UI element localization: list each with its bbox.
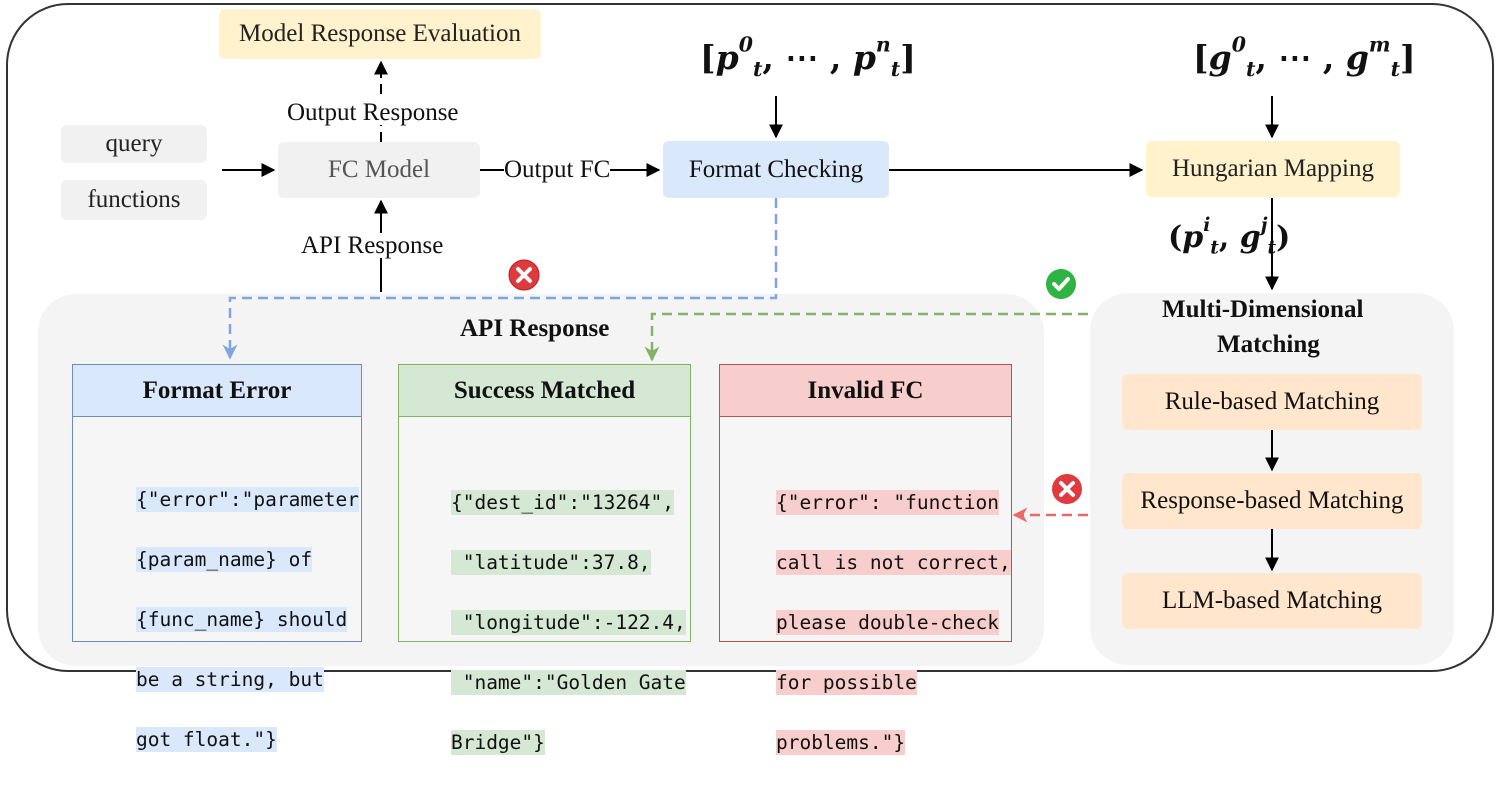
math-sub: t — [752, 57, 763, 82]
code-line: {func_name} should — [135, 607, 348, 632]
math-sub: t — [1390, 57, 1401, 82]
cross-icon — [1052, 474, 1082, 504]
math-sup: 0 — [1231, 32, 1246, 57]
code-line: "longitude":-122.4, — [450, 610, 686, 635]
format-error-path — [222, 198, 778, 360]
matched-pair-math: (pit, gjt) — [1168, 216, 1291, 257]
math-sub: t — [1267, 237, 1277, 259]
cross-icon — [508, 259, 540, 291]
functions-box: functions — [61, 180, 207, 220]
math-sup: j — [1260, 215, 1268, 237]
math-open-paren: ( — [1168, 220, 1183, 255]
math-symbol: g — [1239, 220, 1261, 255]
math-sub: t — [1245, 57, 1256, 82]
math-sub: t — [1210, 237, 1219, 259]
math-symbol: p — [715, 38, 739, 77]
connector-layer — [222, 60, 1279, 572]
math-sup: i — [1203, 215, 1211, 237]
math-sub: t — [890, 57, 901, 82]
code-line: {"error":"parameter — [135, 487, 360, 512]
code-line: please double-check — [775, 610, 1000, 635]
query-box: query — [61, 125, 207, 163]
code-line: "latitude":37.8, — [450, 550, 651, 575]
invalid-fc-card: Invalid FC {"error": "function call is n… — [719, 364, 1012, 755]
math-symbol: g — [1208, 38, 1232, 77]
math-sup: 0 — [738, 32, 753, 57]
api-response-panel-title: API Response — [460, 315, 610, 342]
matching-panel-title-line1: Multi-Dimensional — [1162, 296, 1364, 323]
math-sup: m — [1368, 32, 1391, 57]
matching-panel-title-line2: Matching — [1217, 331, 1320, 358]
code-line: got float."} — [135, 727, 277, 752]
math-open-bracket: [ — [700, 38, 716, 77]
diagram-frame — [6, 3, 1494, 672]
code-line: Bridge"} — [450, 730, 545, 755]
success-path — [644, 312, 1088, 362]
math-separator: , ⋯ , — [762, 38, 853, 77]
math-close-bracket: ] — [1400, 38, 1416, 77]
math-separator: , ⋯ , — [1255, 38, 1346, 77]
check-icon — [1046, 269, 1076, 299]
output-fc-label: Output FC — [504, 156, 611, 183]
math-close-paren: ) — [1276, 220, 1291, 255]
code-line: call is not correct, — [775, 550, 1011, 575]
math-sup: n — [875, 32, 891, 57]
response-based-matching-box: Response-based Matching — [1122, 473, 1422, 529]
predicted-sequence-math: [p0t, ⋯ , pnt] — [700, 34, 916, 79]
rule-based-matching-box: Rule-based Matching — [1122, 374, 1422, 430]
code-line: problems."} — [775, 730, 906, 755]
api-response-label: API Response — [301, 232, 444, 259]
math-separator: , — [1218, 220, 1240, 255]
math-close-bracket: ] — [900, 38, 916, 77]
code-line: {"dest_id":"13264", — [450, 490, 675, 515]
format-error-card-title: Format Error — [73, 365, 361, 417]
math-symbol: p — [1182, 220, 1204, 255]
invalid-fc-card-title: Invalid FC — [720, 365, 1011, 417]
llm-based-matching-box: LLM-based Matching — [1122, 573, 1422, 629]
output-response-label: Output Response — [287, 99, 459, 126]
hungarian-mapping-box: Hungarian Mapping — [1146, 141, 1400, 197]
math-symbol: g — [1345, 38, 1369, 77]
code-line: {"error": "function — [775, 490, 1000, 515]
fc-model-box: FC Model — [278, 142, 480, 198]
success-matched-card-title: Success Matched — [399, 365, 690, 417]
math-open-bracket: [ — [1193, 38, 1209, 77]
math-symbol: p — [852, 38, 876, 77]
format-checking-box: Format Checking — [663, 141, 889, 198]
gold-sequence-math: [g0t, ⋯ , gmt] — [1193, 34, 1416, 79]
code-line: {param_name} of — [135, 547, 313, 572]
model-response-evaluation-box: Model Response Evaluation — [219, 9, 541, 59]
